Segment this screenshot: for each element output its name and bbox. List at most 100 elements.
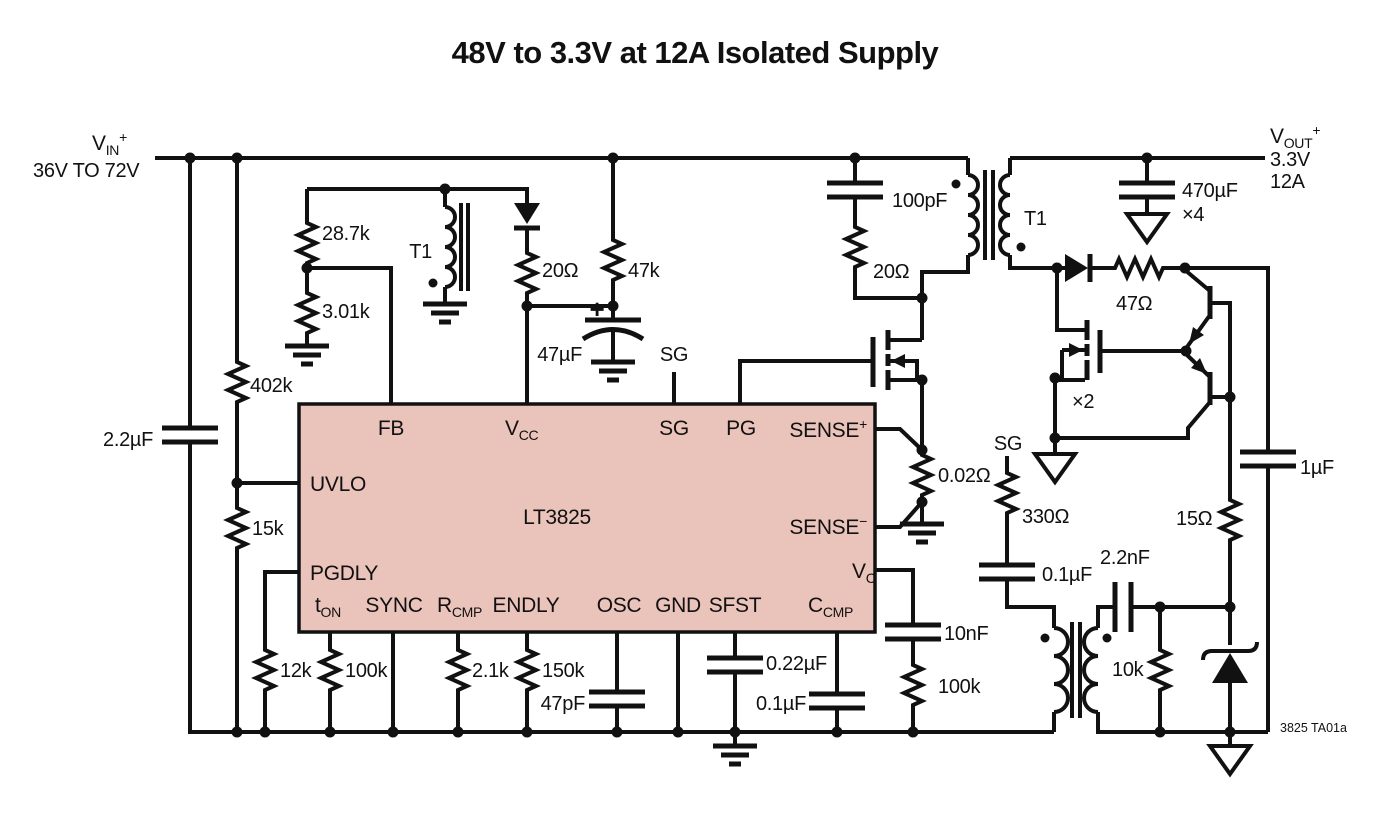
capacitor-10nF-vc — [885, 625, 941, 639]
label-t1-aux: T1 — [409, 241, 432, 263]
value-100pF: 100pF — [892, 190, 947, 212]
mosfet-sync-rectifier — [1069, 320, 1103, 380]
value-0ohm02: 0.02Ω — [938, 465, 991, 487]
resistor-330ohm — [996, 466, 1018, 520]
value-470uF-qty: ×4 — [1182, 204, 1204, 226]
ground-symbol — [423, 304, 467, 322]
label-t1-main: T1 — [1024, 208, 1047, 230]
pin-label-sg: SG — [659, 417, 689, 440]
pin-label-rcmp: RCMP — [437, 594, 482, 620]
vout-current-label: 12A — [1270, 171, 1306, 193]
pin-label-endly: ENDLY — [493, 594, 560, 617]
transformer-gate-signal — [1040, 622, 1112, 718]
value-470uF: 470µF — [1182, 180, 1238, 202]
ground-triangle — [1033, 452, 1077, 484]
value-20ohm-snubber: 20Ω — [873, 261, 910, 283]
zener-diode — [1201, 641, 1259, 683]
pin-label-pgdly: PGDLY — [310, 562, 378, 585]
pin-label-sync: SYNC — [365, 594, 422, 617]
pin-label-sense-minus: SENSE− — [789, 513, 867, 539]
pin-label-uvlo: UVLO — [310, 473, 366, 496]
schematic-title: 48V to 3.3V at 12A Isolated Supply — [452, 35, 940, 70]
pin-label-pg: PG — [726, 417, 756, 440]
resistor-100k-ton — [319, 643, 341, 697]
capacitor-0uF22-sfst — [707, 658, 763, 672]
transformer-main — [951, 170, 1026, 260]
value-mosfet-qty: ×2 — [1072, 391, 1094, 413]
value-10k: 10k — [1112, 659, 1145, 681]
capacitor-1uF-gate — [1240, 452, 1296, 466]
pin-label-fb: FB — [378, 417, 404, 440]
ic-part-number: LT3825 — [523, 506, 591, 529]
junction-dots — [184, 152, 1236, 738]
resistor-150k — [516, 643, 538, 697]
vout-voltage-label: 3.3V — [1270, 149, 1311, 171]
value-47ohm: 47Ω — [1116, 293, 1153, 315]
pin-label-gnd: GND — [655, 594, 701, 617]
resistor-0ohm02-sense — [911, 448, 933, 502]
wires-ic-bottom — [263, 568, 915, 746]
wires-primary-left — [155, 156, 1054, 734]
value-3k01: 3.01k — [322, 301, 371, 323]
bjt-npn-driver — [1189, 286, 1213, 344]
pin-label-vcc: VCC — [505, 417, 539, 443]
figure-reference: 3825 TA01a — [1280, 721, 1347, 735]
ground-symbol — [713, 746, 757, 764]
ground-symbol — [900, 524, 944, 542]
resistor-28k7 — [296, 216, 318, 270]
vout-label: VOUT+ — [1270, 122, 1320, 151]
ic-body — [297, 402, 877, 634]
value-100k-ton: 100k — [345, 660, 388, 682]
diode-vcc-rectifier — [514, 203, 540, 231]
value-150k: 150k — [542, 660, 585, 682]
capacitor-2uF2-input — [162, 428, 218, 442]
bjt-pnp-driver — [1191, 358, 1213, 405]
capacitor-47uF-polarized — [581, 317, 645, 342]
wires-gate-drive — [1005, 456, 1268, 734]
capacitor-470uF-output — [1119, 183, 1175, 197]
ic-lt3825: FB VCC SG PG SENSE+ UVLO LT3825 SENSE− P… — [297, 402, 877, 634]
value-15k: 15k — [252, 518, 285, 540]
transformer-aux-winding — [428, 203, 470, 291]
net-label-sg-primary: SG — [660, 344, 688, 366]
capacitor-0uF1-sg — [979, 565, 1035, 579]
pin-label-ton: tON — [315, 594, 341, 620]
vin-range-label: 36V TO 72V — [33, 160, 140, 182]
resistor-100k-vc — [902, 658, 924, 712]
capacitor-47pF-osc — [589, 692, 645, 706]
pin-label-sfst: SFST — [709, 594, 762, 617]
capacitor-0uF1-ccmp — [809, 694, 865, 708]
resistor-15k — [226, 501, 248, 555]
resistor-2k1 — [447, 643, 469, 697]
resistor-12k — [254, 643, 276, 697]
value-20ohm-vcc: 20Ω — [542, 260, 579, 282]
wires-feedback-bias — [305, 158, 871, 404]
value-2uF2: 2.2µF — [103, 429, 153, 451]
ground-symbol — [285, 346, 329, 364]
resistor-15ohm — [1219, 493, 1241, 547]
resistor-20ohm-snubber — [844, 220, 866, 274]
resistor-10k — [1149, 643, 1171, 697]
resistor-402k — [226, 355, 248, 409]
capacitor-100pF-snubber — [827, 183, 883, 197]
value-100k-vc: 100k — [938, 676, 981, 698]
resistor-47k — [602, 233, 624, 287]
value-47uF: 47µF — [537, 344, 582, 366]
value-0uF1-sg: 0.1µF — [1042, 564, 1092, 586]
value-2k1: 2.1k — [472, 660, 510, 682]
value-330ohm: 330Ω — [1022, 506, 1069, 528]
pin-label-osc: OSC — [597, 594, 642, 617]
resistor-3k01 — [296, 286, 318, 340]
vin-label: VIN+ — [92, 129, 127, 158]
pin-label-vc: VC — [852, 560, 876, 586]
value-47pF: 47pF — [541, 693, 585, 715]
value-2nF2: 2.2nF — [1100, 547, 1150, 569]
resistor-47ohm — [1106, 257, 1172, 279]
net-label-sg-secondary: SG — [994, 433, 1022, 455]
resistor-20ohm-vcc — [516, 246, 538, 300]
value-10nF: 10nF — [944, 623, 988, 645]
value-28k7: 28.7k — [322, 223, 371, 245]
ground-triangle — [1208, 744, 1252, 776]
